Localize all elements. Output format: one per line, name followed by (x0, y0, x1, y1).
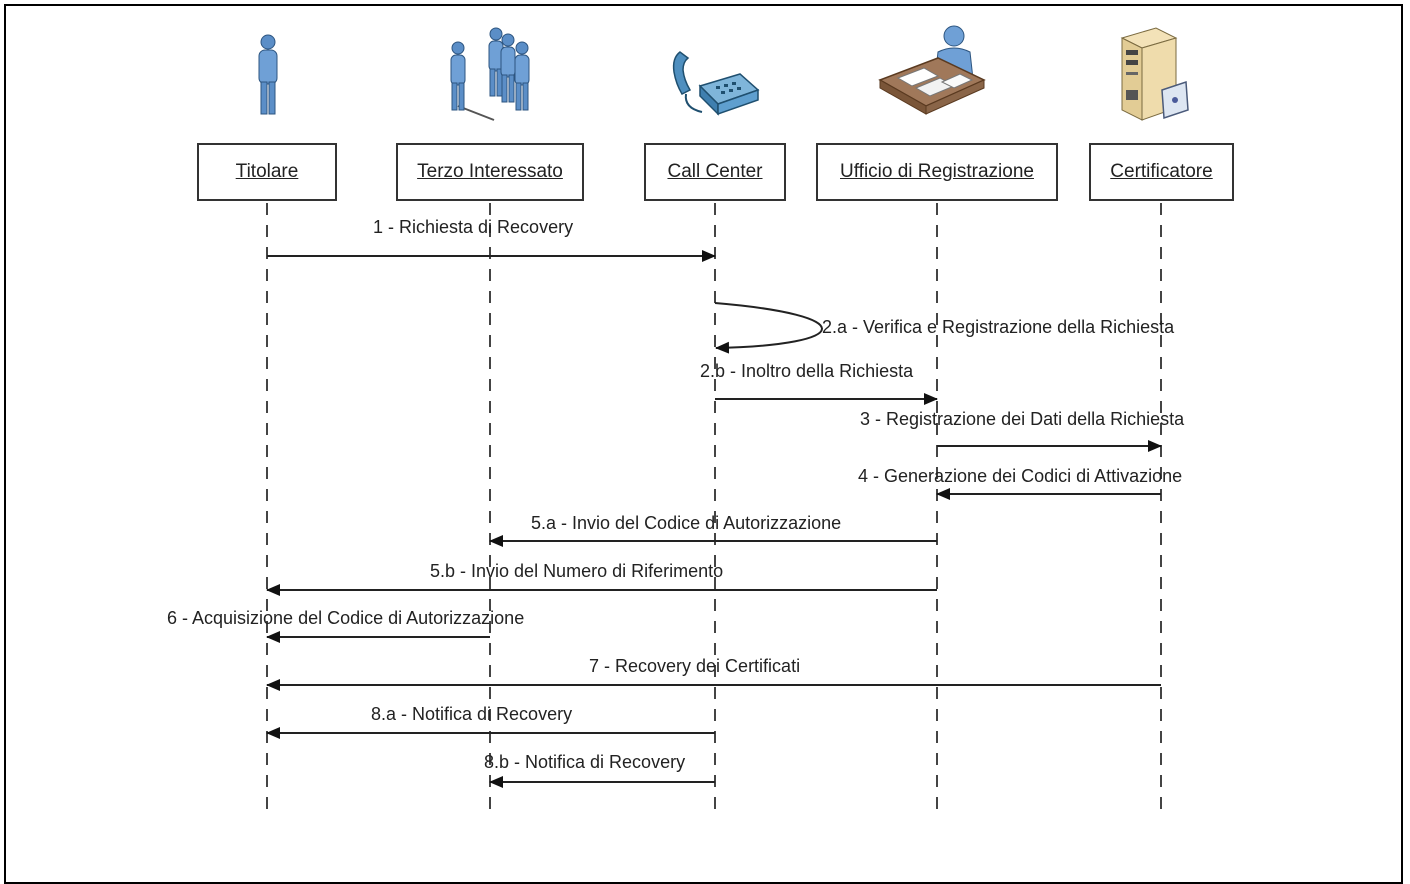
actor-label-ufficio-di-registrazione: Ufficio di Registrazione (840, 161, 1034, 182)
message-label-2a: 2.a - Verifica e Registrazione della Ric… (822, 317, 1175, 337)
message-label-5b: 5.b - Invio del Numero di Riferimento (430, 561, 724, 581)
sequence-diagram (266, 203, 1162, 815)
message-label-5a: 5.a - Invio del Codice di Autorizzazione (531, 513, 842, 533)
message-label-2b: 2.b - Inoltro della Richiesta (700, 361, 914, 381)
message-label-3: 3 - Registrazione dei Dati della Richies… (860, 409, 1185, 429)
person-icon (258, 34, 278, 115)
actor-label-terzo-interessato: Terzo Interessato (417, 161, 563, 182)
message-label-7: 7 - Recovery dei Certificati (589, 656, 801, 676)
message-label-8b: 8.b - Notifica di Recovery (484, 752, 686, 772)
actor-label-certificatore: Certificatore (1110, 161, 1213, 182)
actor-terzo-interessato: Terzo Interessato (396, 143, 584, 201)
message-label-4: 4 - Generazione dei Codici di Attivazion… (858, 466, 1183, 486)
actor-call-center: Call Center (644, 143, 786, 201)
telephone-icon (672, 51, 760, 116)
actor-label-titolare: Titolare (235, 161, 299, 182)
message-label-6: 6 - Acquisizione del Codice di Autorizza… (167, 608, 525, 628)
actor-certificatore: Certificatore (1089, 143, 1234, 201)
actor-titolare: Titolare (197, 143, 337, 201)
message-arrow-2a (714, 302, 823, 354)
message-label-8a: 8.a - Notifica di Recovery (371, 704, 573, 724)
group-icon (450, 27, 530, 121)
message-label-1: 1 - Richiesta di Recovery (373, 217, 574, 237)
actor-ufficio-di-registrazione: Ufficio di Registrazione (816, 143, 1058, 201)
actor-label-call-center: Call Center (667, 161, 763, 182)
desk-worker-icon (878, 25, 986, 115)
server-icon (1120, 27, 1189, 121)
